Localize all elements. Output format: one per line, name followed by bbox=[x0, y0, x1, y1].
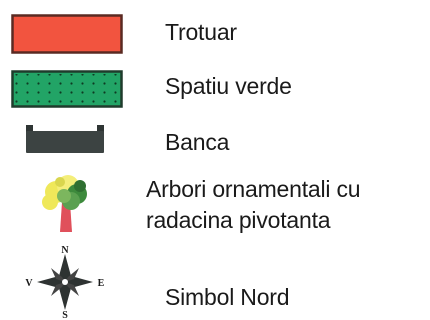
label-arbori: Arbori ornamentali cu radacina pivotanta bbox=[146, 174, 361, 236]
green-space-swatch bbox=[11, 70, 123, 108]
compass-e-letter: E bbox=[98, 278, 105, 289]
bench-icon bbox=[26, 125, 104, 153]
label-banca: Banca bbox=[165, 129, 230, 155]
tree-icon bbox=[42, 175, 87, 232]
sidewalk-swatch bbox=[11, 14, 123, 54]
label-trotuar: Trotuar bbox=[165, 19, 237, 45]
compass-s-letter: S bbox=[62, 310, 68, 318]
label-arbori-line-2: radacina pivotanta bbox=[146, 207, 331, 233]
compass-n-letter: N bbox=[61, 246, 69, 256]
label-arbori-line-1: Arbori ornamentali cu bbox=[146, 176, 361, 202]
north-arrow-icon: N S V E bbox=[25, 246, 105, 318]
label-spatiu-verde: Spatiu verde bbox=[165, 73, 292, 99]
compass-v-letter: V bbox=[25, 278, 33, 289]
label-simbol-nord: Simbol Nord bbox=[165, 284, 290, 310]
